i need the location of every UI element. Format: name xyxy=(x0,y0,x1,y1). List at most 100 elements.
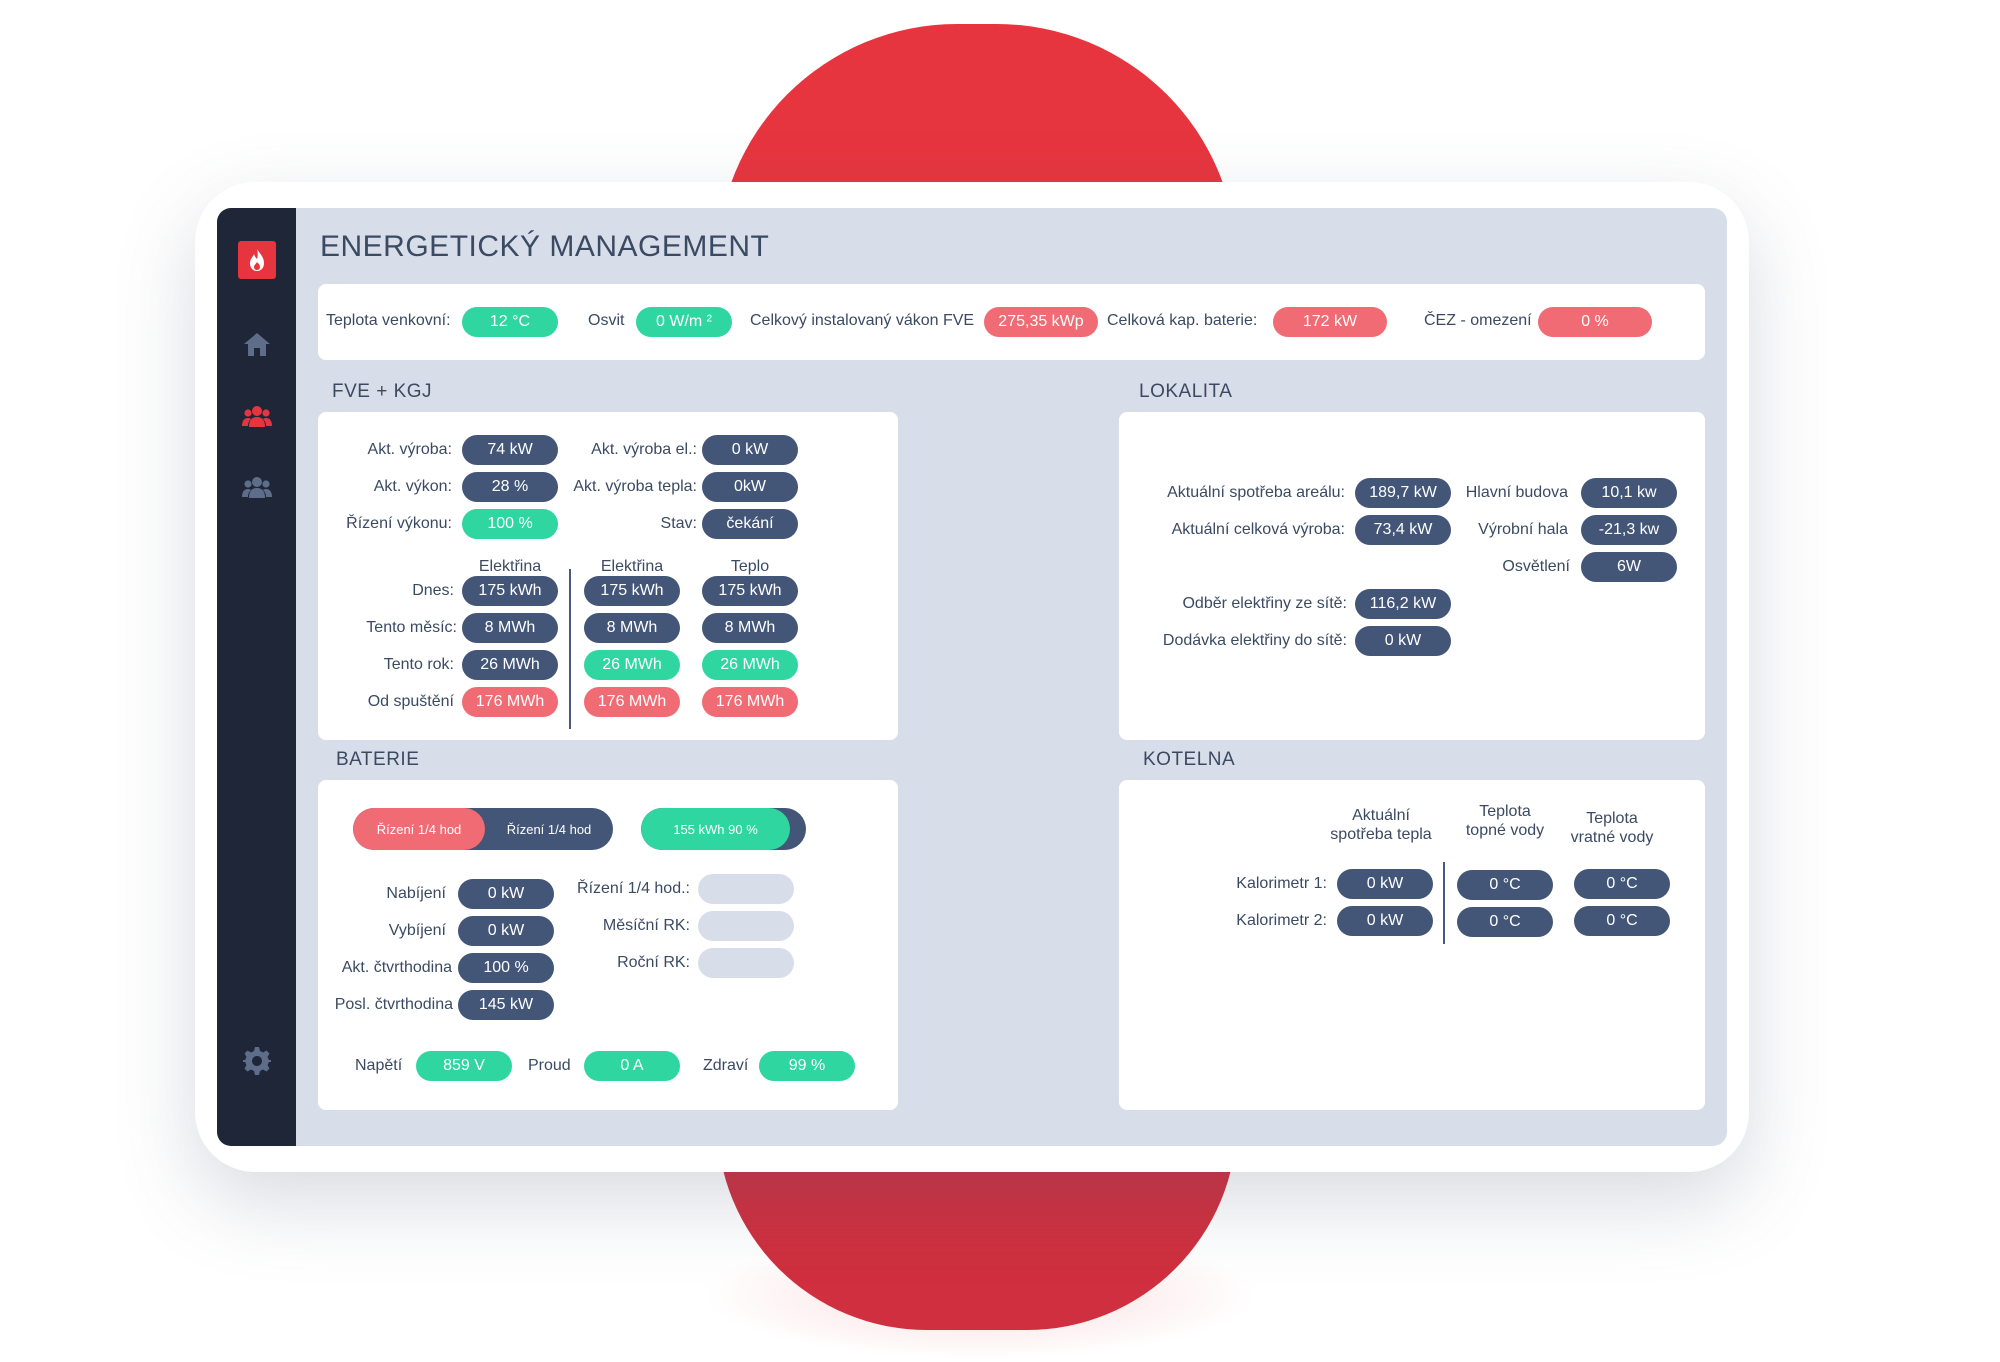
page-title: ENERGETICKÝ MANAGEMENT xyxy=(320,230,770,263)
monthly-rk-value xyxy=(698,911,794,941)
col-electricity-2: Elektřina xyxy=(600,558,664,575)
today-heat: 175 kWh xyxy=(702,576,798,606)
fve-total-label: Celkový instalovaný vákon FVE xyxy=(750,312,975,329)
gear-icon[interactable] xyxy=(242,1046,272,1076)
col-heat-consumption: Aktuální spotřeba tepla xyxy=(1330,807,1432,843)
year-electricity-1: 26 MWh xyxy=(462,650,558,680)
quarter-value: 100 % xyxy=(458,953,554,983)
sidebar xyxy=(217,208,296,1146)
cez-limit-value: 0 % xyxy=(1538,307,1652,337)
prod-value: 74 kW xyxy=(462,435,558,465)
control-value: 100 % xyxy=(462,509,558,539)
col-return-temp: Teplota vratné vody xyxy=(1570,810,1654,846)
column-divider xyxy=(1443,862,1445,944)
kotelna-section-title: KOTELNA xyxy=(1143,749,1236,770)
quarter-control-label: Řízení 1/4 hod.: xyxy=(577,880,690,897)
grid-out-value: 0 kW xyxy=(1355,626,1451,656)
health-value: 99 % xyxy=(759,1051,855,1081)
health-label: Zdraví xyxy=(703,1057,749,1074)
since-start-electricity-2: 176 MWh xyxy=(584,687,680,717)
since-start-heat: 176 MWh xyxy=(702,687,798,717)
col-supply-temp: Teplota topné vody xyxy=(1465,803,1545,839)
battery-charge-fill: 155 kWh 90 % xyxy=(641,808,790,850)
year-electricity-2: 26 MWh xyxy=(584,650,680,680)
calorimeter-2-return-temp: 0 °C xyxy=(1574,906,1670,936)
calorimeter-2-supply-temp: 0 °C xyxy=(1457,907,1553,937)
discharging-label: Vybíjení xyxy=(388,922,446,939)
state-label: Stav: xyxy=(660,515,697,532)
grid-out-label: Dodávka elektřiny do sítě: xyxy=(1162,632,1347,649)
calorimeter-2-consumption: 0 kW xyxy=(1337,906,1433,936)
kotelna-card: Aktuální spotřeba tepla Teplota topné vo… xyxy=(1119,780,1705,1110)
tablet-frame: ENERGETICKÝ MANAGEMENT Teplota venkovní:… xyxy=(195,182,1749,1172)
month-electricity-1: 8 MWh xyxy=(462,613,558,643)
discharging-value: 0 kW xyxy=(458,916,554,946)
total-prod-label: Aktuální celková výroba: xyxy=(1171,521,1345,538)
yearly-rk-value xyxy=(698,948,794,978)
charging-label: Nabíjení xyxy=(386,885,446,902)
row-since-start-label: Od spuštění xyxy=(367,693,454,710)
last-quarter-value: 145 kW xyxy=(458,990,554,1020)
voltage-value: 859 V xyxy=(416,1051,512,1081)
main-building-label: Hlavní budova xyxy=(1465,484,1568,501)
monthly-rk-label: Měsíční RK: xyxy=(602,917,690,934)
voltage-label: Napětí xyxy=(355,1057,403,1074)
control-mode-toggle[interactable]: Řízení 1/4 hod Řízení 1/4 hod xyxy=(353,808,613,850)
users-icon[interactable] xyxy=(241,403,273,431)
prod-label: Akt. výroba: xyxy=(367,441,452,458)
power-value: 28 % xyxy=(462,472,558,502)
production-hall-label: Výrobní hala xyxy=(1478,521,1568,538)
month-heat: 8 MWh xyxy=(702,613,798,643)
month-electricity-2: 8 MWh xyxy=(584,613,680,643)
outdoor-temp-label: Teplota venkovní: xyxy=(326,312,451,329)
today-electricity-1: 175 kWh xyxy=(462,576,558,606)
since-start-electricity-1: 176 MWh xyxy=(462,687,558,717)
lokalita-section-title: LOKALITA xyxy=(1139,381,1233,402)
grid-in-label: Odběr elektřiny ze sítě: xyxy=(1182,595,1347,612)
col-electricity-1: Elektřina xyxy=(478,558,542,575)
battery-cap-label: Celková kap. baterie: xyxy=(1107,312,1258,329)
main-content: ENERGETICKÝ MANAGEMENT Teplota venkovní:… xyxy=(296,208,1727,1146)
calorimeter-1-supply-temp: 0 °C xyxy=(1457,870,1553,900)
lokalita-card: Aktuální spotřeba areálu: 189,7 kW Aktuá… xyxy=(1119,412,1705,740)
irradiance-value: 0 W/m ² xyxy=(636,307,732,337)
fve-total-value: 275,35 kWp xyxy=(984,307,1098,337)
quarter-label: Akt. čtvrthodina xyxy=(341,959,452,976)
group-icon[interactable] xyxy=(241,474,273,502)
last-quarter-label: Posl. čtvrthodina xyxy=(334,996,453,1013)
outdoor-temp-value: 12 °C xyxy=(462,307,558,337)
control-label: Řízení výkonu: xyxy=(346,515,452,532)
lighting-value: 6W xyxy=(1581,552,1677,582)
calorimeter-1-label: Kalorimetr 1: xyxy=(1236,875,1327,892)
cez-limit-label: ČEZ - omezení xyxy=(1424,312,1532,329)
battery-cap-value: 172 kW xyxy=(1273,307,1387,337)
calorimeter-1-consumption: 0 kW xyxy=(1337,869,1433,899)
prod-heat-value: 0kW xyxy=(702,472,798,502)
home-icon[interactable] xyxy=(241,330,273,358)
grid-in-value: 116,2 kW xyxy=(1355,589,1451,619)
today-electricity-2: 175 kWh xyxy=(584,576,680,606)
row-today-label: Dnes: xyxy=(412,582,454,599)
calorimeter-2-label: Kalorimetr 2: xyxy=(1236,912,1327,929)
charging-value: 0 kW xyxy=(458,879,554,909)
calorimeter-1-return-temp: 0 °C xyxy=(1574,869,1670,899)
state-value: čekání xyxy=(702,509,798,539)
battery-charge-bar: 155 kWh 90 % xyxy=(641,808,806,850)
column-divider xyxy=(569,569,571,729)
control-mode-option-b[interactable]: Řízení 1/4 hod xyxy=(506,821,592,837)
lighting-label: Osvětlení xyxy=(1502,558,1570,575)
fve-section-title: FVE + KGJ xyxy=(332,381,433,402)
baterie-section-title: BATERIE xyxy=(336,749,420,770)
consumption-value: 189,7 kW xyxy=(1355,478,1451,508)
yearly-rk-label: Roční RK: xyxy=(617,954,690,971)
prod-el-value: 0 kW xyxy=(702,435,798,465)
summary-bar: Teplota venkovní: 12 °C Osvit 0 W/m ² Ce… xyxy=(318,284,1705,360)
prod-el-label: Akt. výroba el.: xyxy=(591,441,697,458)
current-value: 0 A xyxy=(584,1051,680,1081)
irradiance-label: Osvit xyxy=(588,312,625,329)
app-screen: ENERGETICKÝ MANAGEMENT Teplota venkovní:… xyxy=(217,208,1727,1146)
production-hall-value: -21,3 kw xyxy=(1581,515,1677,545)
total-prod-value: 73,4 kW xyxy=(1355,515,1451,545)
control-mode-option-a[interactable]: Řízení 1/4 hod xyxy=(353,808,485,850)
flame-logo-icon[interactable] xyxy=(238,241,276,279)
